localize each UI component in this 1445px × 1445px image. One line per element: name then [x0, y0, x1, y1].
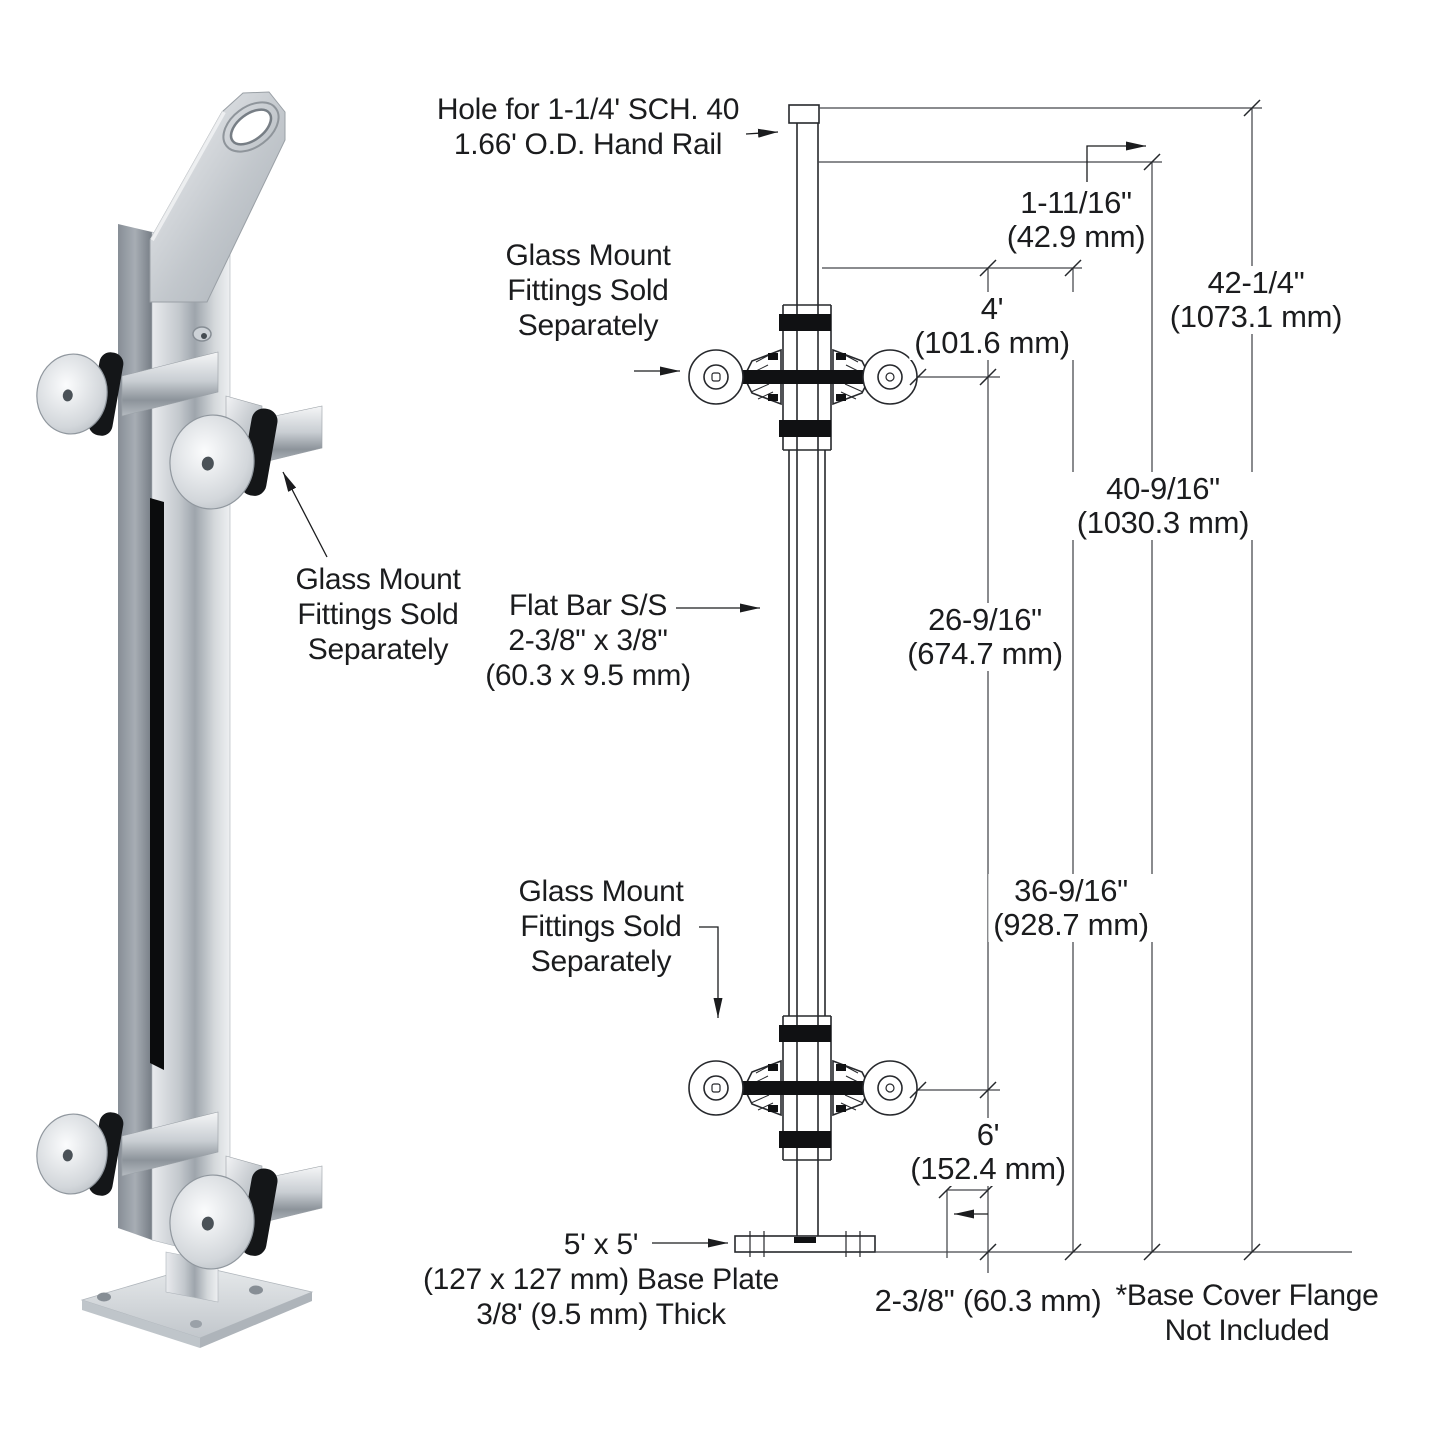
hole-label: Hole for 1-1/4' SCH. 40 1.66' O.D. Hand …: [436, 92, 740, 162]
product-photo: [36, 91, 323, 1348]
glass-slot: [150, 498, 164, 1070]
dim-top-glass-gap: 4' (101.6 mm): [909, 291, 1075, 360]
glass-fitting-lower-right: [169, 1155, 323, 1270]
glass-fitting-lower-left: [36, 1111, 219, 1196]
glass-mount-line3: Separately: [307, 633, 449, 666]
dim-post-width: 2-3/8" (60.3 mm): [875, 1284, 1102, 1318]
dim-bottom-fitting: 6' (152.4 mm): [905, 1117, 1071, 1186]
base-plate-3d: [80, 1265, 314, 1348]
dim-metric: (1030.3 mm): [1076, 505, 1250, 540]
glass-mount-label-lower: Glass Mount Fittings Sold Separately: [518, 874, 683, 979]
dim-metric: (152.4 mm): [910, 1151, 1066, 1186]
glass-clamps: [741, 314, 869, 1243]
glass-fitting-upper-right: [169, 395, 323, 510]
dim-fitting-spacing: 26-9/16" (674.7 mm): [902, 602, 1068, 671]
dim-hand-rail-offset: 1-11/16" (42.9 mm): [1007, 186, 1146, 254]
base-cover-note: *Base Cover Flange Not Included: [1115, 1278, 1378, 1348]
dim-metric: (101.6 mm): [914, 325, 1070, 360]
hole-label-line2: 1.66' O.D. Hand Rail: [453, 128, 723, 161]
dim-metric: (674.7 mm): [907, 636, 1063, 671]
base-cover-line2: Not Included: [1164, 1314, 1330, 1347]
glass-mount-line1: Glass Mount: [505, 239, 671, 272]
glass-mount-line1: Glass Mount: [295, 563, 461, 596]
glass-mount-line2: Fittings Sold: [507, 274, 669, 307]
fitting-discs: [688, 349, 918, 1116]
glass-mount-line3: Separately: [530, 945, 672, 978]
glass-mount-line2: Fittings Sold: [297, 598, 459, 631]
dim-rail-hole-height: 40-9/16" (1030.3 mm): [1071, 471, 1255, 540]
glass-mount-line3: Separately: [517, 309, 659, 342]
flat-bar-line2: 2-3/8" x 3/8": [508, 624, 668, 657]
dimension-ticks: [909, 99, 1261, 1261]
dim-overall-height: 42-1/4" (1073.1 mm): [1164, 265, 1348, 334]
dim-clamp-top-height: 36-9/16" (928.7 mm): [988, 873, 1154, 942]
dimension-lines: [818, 107, 1352, 1273]
dim-value: 1-11/16": [1020, 185, 1132, 220]
glass-fitting-upper-left: [36, 351, 219, 436]
dim-value: 6': [976, 1117, 1000, 1152]
flat-bar-label: Flat Bar S/S 2-3/8" x 3/8" (60.3 x 9.5 m…: [485, 588, 691, 693]
flat-bar-line1: Flat Bar S/S: [508, 589, 668, 622]
flat-bar-line3: (60.3 x 9.5 mm): [485, 659, 691, 692]
base-plate-line3: 3/8' (9.5 mm) Thick: [476, 1298, 726, 1331]
leader-arrows: [282, 128, 1146, 1248]
glass-mount-line2: Fittings Sold: [520, 910, 682, 943]
dim-value: 26-9/16": [928, 602, 1042, 637]
hole-label-line1: Hole for 1-1/4' SCH. 40: [436, 93, 740, 126]
dim-value: 40-9/16": [1106, 471, 1220, 506]
bracket-oval-hole: [222, 101, 280, 153]
dim-value: 36-9/16": [1014, 873, 1128, 908]
dim-metric: (928.7 mm): [993, 907, 1149, 942]
base-plate-label: 5' x 5' (127 x 127 mm) Base Plate 3/8' (…: [423, 1227, 779, 1332]
handrail-bracket: [149, 91, 286, 303]
glass-mount-line1: Glass Mount: [518, 875, 684, 908]
dim-metric: (1073.1 mm): [1169, 299, 1343, 334]
glass-mount-label-upper: Glass Mount Fittings Sold Separately: [505, 238, 670, 343]
base-cover-line1: *Base Cover Flange: [1115, 1279, 1379, 1312]
dim-value: 4': [980, 291, 1004, 326]
dim-metric: (42.9 mm): [1006, 219, 1146, 254]
dim-value: 2-3/8" (60.3 mm): [874, 1283, 1102, 1318]
base-plate-line1: 5' x 5': [563, 1228, 639, 1261]
glass-mount-label-left: Glass Mount Fittings Sold Separately: [295, 562, 460, 667]
base-plate-line2: (127 x 127 mm) Base Plate: [422, 1263, 780, 1296]
dim-value: 42-1/4": [1207, 265, 1305, 300]
